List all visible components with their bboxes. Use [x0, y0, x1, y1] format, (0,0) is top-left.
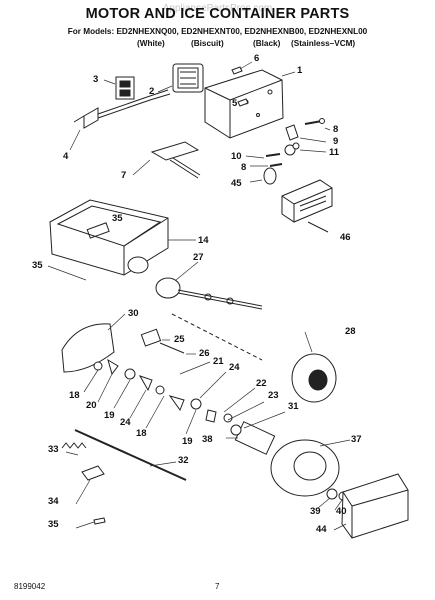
callout-37: 37	[351, 434, 362, 445]
callout-10: 10	[231, 151, 242, 162]
leader-lines	[47, 61, 351, 531]
page-number: 7	[215, 582, 220, 591]
color-label-white: (White)	[137, 39, 165, 48]
callout-25: 25	[174, 334, 185, 345]
callout-32: 32	[178, 455, 189, 466]
callout-45: 45	[231, 178, 242, 189]
callout-18-left: 18	[69, 390, 80, 401]
part-8-screw-upper	[304, 118, 325, 125]
part-46-light-housing	[281, 179, 333, 223]
part-27-auger-drive	[155, 277, 263, 310]
callout-2: 2	[149, 86, 155, 97]
callout-27: 27	[193, 252, 204, 263]
callout-35-side: 35	[32, 260, 43, 271]
part-14-ice-container	[49, 199, 169, 276]
callout-22: 22	[256, 378, 267, 389]
callout-21: 21	[213, 356, 224, 367]
callout-44: 44	[316, 524, 327, 535]
document-number: 8199042	[14, 582, 46, 591]
callout-8-upper: 8	[333, 124, 339, 135]
callout-4: 4	[63, 151, 69, 162]
part-9-bracket	[285, 124, 299, 141]
part-7-wire-cover	[150, 141, 201, 179]
part-10-screw	[265, 153, 281, 157]
callout-40: 40	[336, 506, 347, 517]
callout-1: 1	[297, 65, 303, 76]
callout-3: 3	[93, 74, 99, 85]
callout-6: 6	[254, 53, 260, 64]
callout-24-right: 24	[229, 362, 240, 373]
callout-34: 34	[48, 496, 59, 507]
callout-11: 11	[329, 147, 340, 158]
part-3-switch	[115, 76, 135, 100]
callout-38: 38	[202, 434, 213, 445]
part-32-rod	[74, 429, 187, 481]
part-39-washer	[326, 488, 338, 500]
part-35-screw	[93, 517, 106, 525]
callout-24-left: 24	[120, 417, 131, 428]
part-2-motor	[172, 63, 204, 93]
part-44-cover	[341, 473, 409, 539]
part-34-clip	[81, 465, 105, 481]
callout-5: 5	[232, 98, 238, 109]
callout-28: 28	[345, 326, 356, 337]
part-5-clip	[237, 98, 249, 107]
page-title: MOTOR AND ICE CONTAINER PARTS	[85, 6, 350, 22]
color-label-black: (Black)	[253, 39, 281, 48]
callout-9: 9	[333, 136, 339, 147]
callout-35-bottom: 35	[48, 519, 59, 530]
callout-26: 26	[199, 348, 210, 359]
callout-30: 30	[128, 308, 139, 319]
callout-19-left: 19	[104, 410, 115, 421]
part-33-spring	[61, 442, 87, 449]
color-label-stainless: (Stainless–VCM)	[291, 39, 356, 48]
callout-31: 31	[288, 401, 299, 412]
callout-20: 20	[86, 400, 97, 411]
callout-46: 46	[340, 232, 351, 243]
callout-19-right: 19	[182, 436, 193, 447]
small-hardware-group	[93, 358, 233, 423]
part-45-bulb	[263, 167, 277, 185]
part-28-impeller	[291, 353, 337, 403]
callout-23: 23	[268, 390, 279, 401]
callout-35-container: 35	[112, 213, 123, 224]
watermark: AppliancePartsPros.com	[162, 3, 273, 14]
models-line: For Models: ED2NHEXNQ00, ED2NHEXNT00, ED…	[67, 27, 368, 36]
part-6-screw	[231, 66, 243, 75]
part-8-screw-lower	[269, 163, 283, 167]
callout-7: 7	[121, 170, 127, 181]
callout-39: 39	[310, 506, 321, 517]
part-30-shield	[61, 323, 115, 373]
callout-18-right: 18	[136, 428, 147, 439]
callout-8-lower: 8	[241, 162, 247, 173]
part-4-wire-harness	[73, 89, 171, 129]
color-label-biscuit: (Biscuit)	[191, 39, 224, 48]
callout-14: 14	[198, 235, 209, 246]
part-11-bearings	[284, 142, 300, 156]
part-37-motor-assembly	[230, 421, 340, 497]
part-25-gear	[140, 328, 185, 354]
callout-33: 33	[48, 444, 59, 455]
